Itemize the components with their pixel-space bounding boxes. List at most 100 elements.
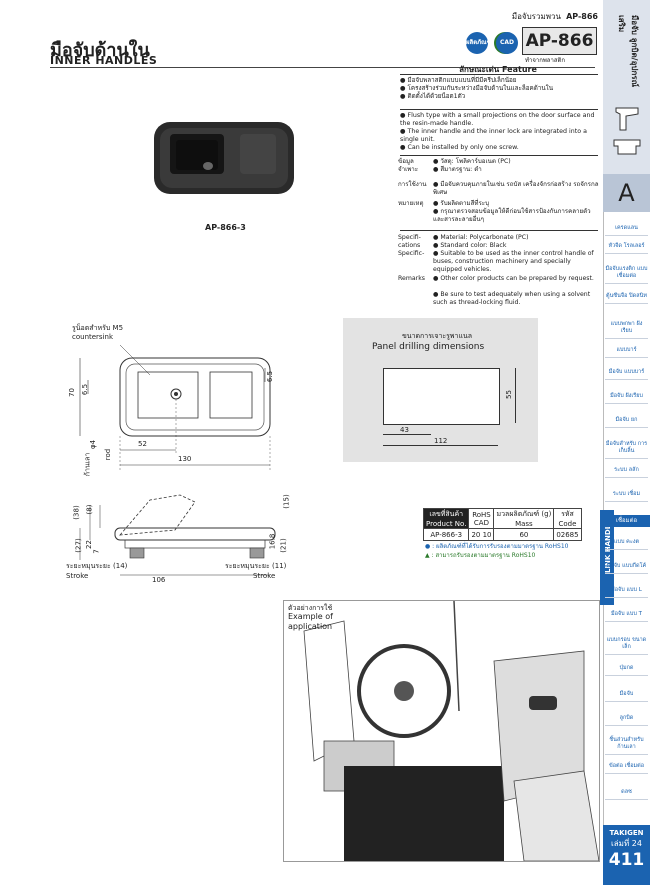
dim-rod: rod (104, 448, 113, 461)
spec-en-label: Remarks (398, 275, 425, 282)
application-illustration (283, 600, 600, 862)
spec-th-value: ● กรุณาตรวจสอบข้อมูลให้ดีก่อนใช้สารป้องก… (433, 208, 591, 223)
sidebar-item[interactable]: มือจับสำหรับ การเก็บลิ้น (605, 438, 648, 459)
sidebar-item[interactable]: ระบบ เชื่อม (605, 488, 648, 502)
screw-note-english: countersink (72, 333, 114, 341)
sidebar-item[interactable]: แบบพกพา ฝังเรียบ (605, 318, 648, 339)
stroke-left-label: Stroke (66, 572, 89, 580)
dim-52: 52 (138, 440, 147, 448)
sidebar-footer: TAKIGEN เล่มที่ 24 411 (603, 825, 650, 885)
product-caption: AP-866-3 (205, 223, 246, 232)
sidebar-item[interactable]: มือจับ (605, 688, 648, 702)
sidebar-item[interactable]: ดลซ (605, 786, 648, 800)
dim-15: (15) (282, 494, 291, 509)
spec-en-value: ● Standard color: Black (433, 242, 507, 249)
spec-en-value: ● Other color products can be prepared b… (433, 275, 594, 282)
dim-8: (8) (85, 504, 94, 515)
table-row: AP-866-3 20 10 60 02685 (422, 528, 582, 541)
dim-line-55 (515, 368, 516, 423)
panel-title-thai: ขนาดการเจาะรูพาแนล (402, 332, 473, 340)
sidebar-item[interactable]: มือจับ แบบบาร์ (605, 366, 648, 380)
sidebar-item[interactable]: ปุ่มกด (605, 662, 648, 676)
dim-21: (21) (279, 538, 288, 553)
feature-rule-2 (400, 109, 598, 110)
dim-line-43 (383, 434, 431, 435)
sidebar-item[interactable]: เครดแลน (605, 222, 648, 236)
handle-icon (612, 100, 642, 160)
application-en-1: Example of (288, 612, 333, 621)
cad-badge-icon: CAD (496, 32, 518, 54)
feature-heading: ลักษณะเด่น Feature (459, 65, 537, 74)
sidebar-top (603, 0, 650, 200)
feature-thai-list: ● มือจับพลาสติกแบบแบนที่มีมีครีปเล็กน้อย… (400, 77, 554, 100)
volume-number: เล่มที่ 24 (611, 839, 642, 848)
sidebar-item-active[interactable]: เชื่อมต่อ (603, 515, 650, 527)
screw-note-thai: รูน็อตสำหรับ M5 (72, 324, 124, 332)
feature-english-list: ● Flush type with a small projections on… (400, 112, 595, 151)
spec-en-label: Specifi- (398, 234, 421, 241)
spec-en-value: ● Be sure to test adequately when using … (433, 291, 591, 306)
section-letter: A (603, 174, 650, 212)
sidebar-item[interactable]: มือจับ ฝังเรียบ (605, 390, 648, 404)
stroke-right-label: Stroke (253, 572, 276, 580)
dim-phi4: φ4 (89, 439, 98, 450)
rod-thai: ก้านเลา (83, 452, 92, 477)
sidebar-item[interactable]: มือจับ ยก (605, 414, 648, 428)
sidebar-item[interactable]: แบบ คะงต (605, 536, 648, 550)
spec-rule (400, 155, 598, 156)
spec-th-value: ● รับผลิตตามสีที่ระบุ (433, 200, 490, 207)
dim-line-112 (383, 445, 498, 446)
dim-112: 112 (434, 437, 448, 445)
col-mass: มวลผลิตภัณฑ์ (g)Mass (493, 508, 555, 529)
page-title-thai: มือจับด้านใน (50, 40, 150, 61)
spec-th-value: ● มือจับควบคุมภายในเช่น รถบัส เครื่องจัก… (433, 181, 599, 196)
model-code-box: AP-866 (522, 27, 597, 55)
sidebar-item[interactable]: มือจับ แบบ T (605, 608, 648, 622)
dim-55: 55 (504, 390, 513, 399)
top-view-drawing (60, 320, 285, 480)
sidebar-item[interactable]: ระบบ ลลัก (605, 464, 648, 478)
stroke-left-thai: ระยะหมุนระยะ (14) (66, 562, 128, 570)
sidebar-item[interactable]: ลูกบิด (605, 712, 648, 726)
sidebar-item[interactable]: หัวจีด โรลเลอร์ (605, 240, 648, 254)
dim-6-5: 6.5 (81, 383, 90, 396)
spec-th-value: ● สีมาตรฐาน: ดำ (433, 166, 482, 173)
product-photo (150, 118, 298, 198)
brand-name: TAKIGEN (609, 829, 644, 837)
application-en-2: application (288, 622, 333, 631)
spec-en-value: ● Material: Polycarbonate (PC) (433, 234, 529, 241)
sidebar-section-band (600, 510, 614, 605)
title-divider (50, 67, 595, 68)
sidebar-item[interactable]: แบบกรอบ ขนาดเล็ก (605, 634, 648, 655)
sidebar-item[interactable]: แบบบาร์ (605, 344, 648, 358)
spec-en-value: ● Suitable to be used as the inner contr… (433, 250, 594, 273)
feature-rule (400, 74, 598, 75)
side-view-drawing (60, 490, 290, 590)
sidebar-item[interactable]: ตู้นซีนจือ ปิดสนิท (605, 290, 648, 304)
panel-title-english: Panel drilling dimensions (372, 342, 485, 352)
dim-70: 70 (67, 388, 76, 397)
dim-22: 22 (84, 540, 93, 549)
dim-6-5-right: 6.5 (266, 370, 275, 383)
spec-th-label: ข้อมูล (398, 158, 414, 165)
page-title-english: INNER HANDLES (50, 54, 158, 67)
stroke-right-thai: ระยะหมุนระยะ (11) (225, 562, 287, 570)
application-thai: ตัวอย่างการใช้ (288, 604, 333, 612)
spec-rule-2 (400, 230, 598, 231)
sidebar-item[interactable]: มือจับ แบบกีดโค้ (605, 560, 648, 574)
rohs-note-2: ▲ : สามารถรับรองตามมาตรฐาน RoHS10 (425, 552, 536, 559)
sidebar-item[interactable]: ชิ้นส่วนสำหรับ ก้านเลา (605, 734, 648, 755)
dim-16-8: 16.8 (268, 533, 277, 550)
sidebar-item[interactable]: มือจับแรงติก แบบเชื่อมต่อ (605, 263, 648, 284)
dim-27: (27) (74, 538, 83, 553)
page-number: 411 (608, 850, 645, 870)
sidebar-item[interactable]: มือจับ แบบ L (605, 584, 648, 598)
sidebar-item[interactable]: ข้อต่อ เชื่อมต่อ (605, 760, 648, 774)
spec-en-label: Specific- (398, 250, 425, 257)
spec-th-label: การใช้งาน (398, 181, 427, 188)
sidebar-category: มือจับ ลูกบิด/อุปกรณ์เสริม (617, 15, 639, 88)
dim-7: 7 (92, 549, 101, 554)
